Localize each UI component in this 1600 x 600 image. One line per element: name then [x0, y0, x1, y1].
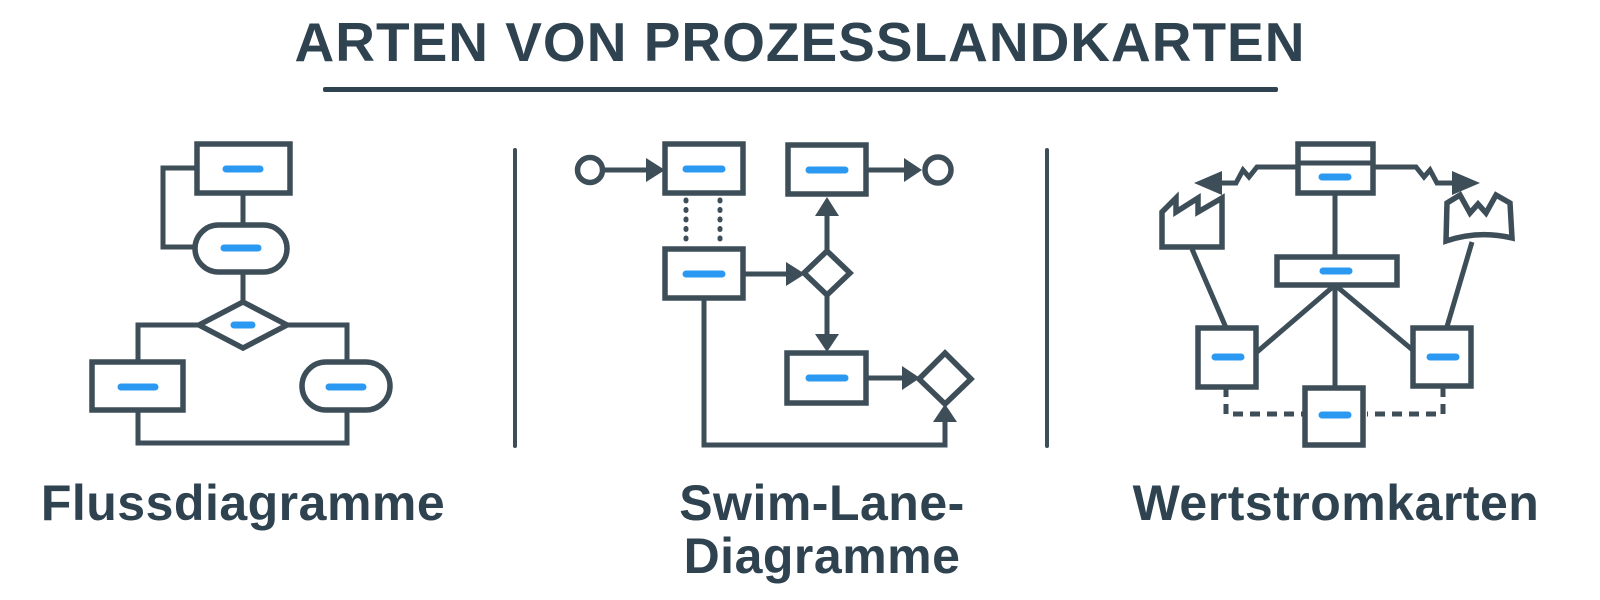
- caption-wertstromkarten: Wertstromkarten: [1116, 477, 1556, 530]
- gateway-diamond-end: [915, 349, 975, 408]
- text-placeholder-dashes: [117, 165, 367, 391]
- caption-line: Wertstromkarten: [1132, 475, 1540, 531]
- end-circle: [922, 154, 954, 186]
- caption-line: Flussdiagramme: [40, 475, 446, 531]
- dashed-material-flow-right: [1367, 387, 1446, 417]
- section-divider-1: [513, 148, 517, 448]
- control-box: [1295, 141, 1376, 196]
- customer-building-icon: [1443, 191, 1515, 245]
- swimlane-connector-lines: [603, 167, 948, 448]
- gateway-diamond: [800, 247, 854, 299]
- vsm-connector-lines: [1189, 164, 1475, 417]
- supplier-factory-icon: [1159, 191, 1225, 250]
- flowchart-diagram: [89, 141, 393, 446]
- information-zigzag-arrow-left: [1222, 164, 1298, 186]
- caption-swim-lane-diagramme: Swim-Lane- Diagramme: [602, 477, 1042, 583]
- arrowheads: [1194, 171, 1480, 195]
- caption-line: Swim-Lane-: [679, 475, 965, 531]
- value-stream-map-diagram: [1159, 141, 1515, 448]
- dashed-material-flow-left: [1223, 387, 1303, 417]
- text-placeholder-dashes: [682, 165, 849, 382]
- task-rectangle-top-left: [662, 141, 746, 196]
- title-underline: [323, 87, 1278, 92]
- flowchart-connector-lines: [135, 165, 350, 446]
- caption-flussdiagramme: Flussdiagramme: [23, 477, 463, 530]
- arrowheads: [646, 158, 957, 422]
- information-zigzag-arrow-right: [1373, 164, 1452, 186]
- section-divider-2: [1045, 148, 1049, 448]
- process-rectangle-top: [194, 141, 293, 196]
- swimlane-diagram: [574, 141, 975, 448]
- caption-line: Diagramme: [683, 528, 961, 584]
- text-placeholder-dashes: [1211, 173, 1460, 419]
- page-title: ARTEN VON PROZESSLANDKARTEN: [294, 11, 1306, 73]
- start-circle: [574, 154, 606, 186]
